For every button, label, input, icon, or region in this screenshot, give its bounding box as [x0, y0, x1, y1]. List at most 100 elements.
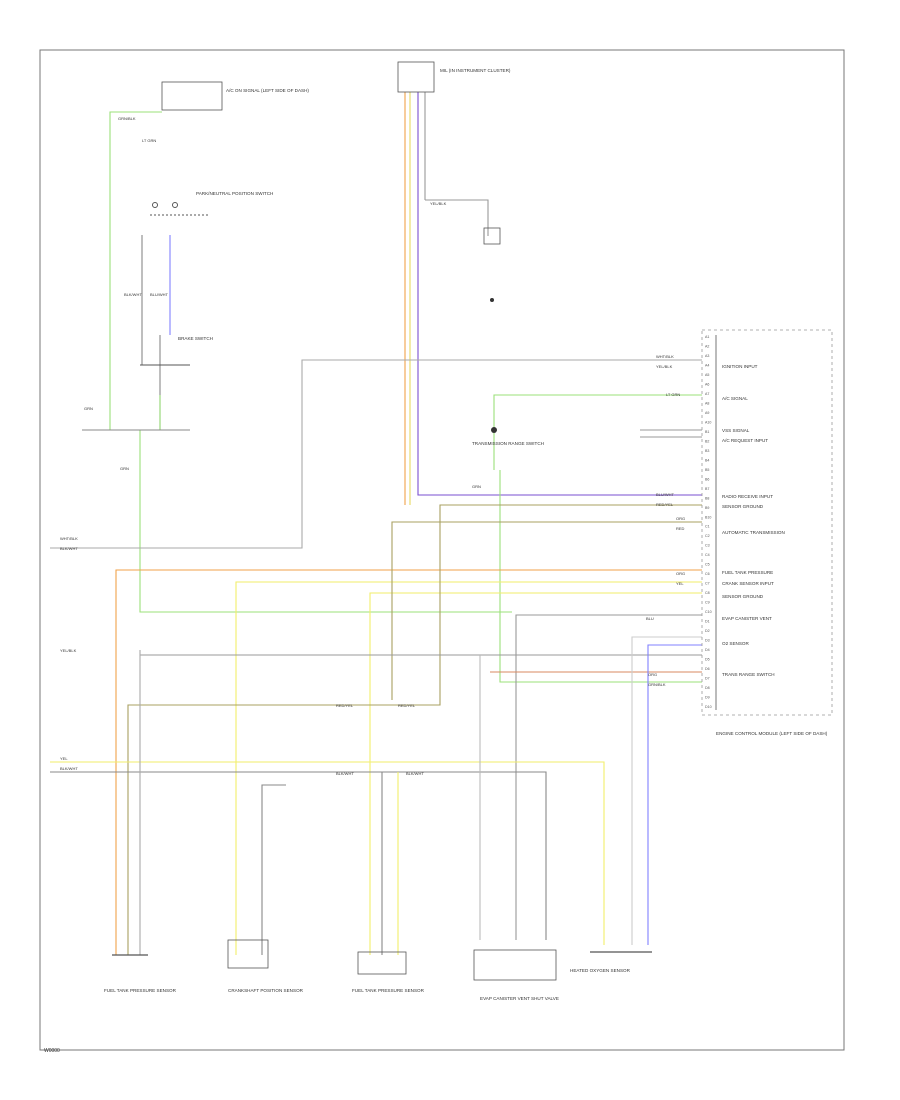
ecm-pin-label: C8 [705, 591, 710, 595]
ecm-pin-label: C4 [705, 553, 710, 557]
ecm-pin-label: B6 [705, 477, 709, 481]
ecm-pin-label: D2 [705, 629, 710, 633]
ecm-function-13: TRANS RANGE SWITCH [722, 672, 775, 677]
ecm-pin-label: B5 [705, 468, 709, 472]
wire-label-16: YEL [676, 581, 684, 586]
wire-olive-2 [127, 504, 702, 955]
ecm-pin-label: B10 [705, 515, 711, 519]
wire-label-27: ORG [648, 672, 657, 677]
top-connector-body [397, 61, 435, 93]
wire-purple-top [417, 92, 702, 496]
evap-valve-body [473, 949, 557, 981]
ecm-function-1: IGNITION INPUT [722, 364, 758, 369]
wire-label-4: BLU/WHT [150, 292, 169, 297]
ecm-pin-label: A6 [705, 382, 709, 386]
ecm-pin-label: D1 [705, 620, 710, 624]
wire-gray-crank [261, 784, 286, 955]
ecm-pin-label: A2 [705, 345, 709, 349]
wires [50, 92, 702, 955]
top-connector: MIL (IN INSTRUMENT CLUSTER) [397, 61, 511, 93]
wire-olive-1 [391, 521, 702, 700]
wire-label-13: ORG [676, 516, 685, 521]
heated-o2-label: HEATED OXYGEN SENSOR [570, 968, 631, 973]
trans-sensor-dot [491, 427, 497, 433]
ecm-pin-label: C5 [705, 563, 710, 567]
ecm-pin-label: A1 [705, 335, 709, 339]
wire-label-21: BLK/WHT [60, 766, 78, 771]
wire-gray-long-1 [50, 359, 702, 549]
wire-label-18: BLK/WHT [60, 546, 78, 551]
wire-label-9: YEL/BLK [656, 364, 673, 369]
wire-label-19: YEL/BLK [60, 648, 77, 653]
ac-switch: A/C ON SIGNAL (LEFT SIDE OF DASH) [161, 81, 309, 111]
wire-label-24: BLK/WHT [336, 771, 354, 776]
evap-valve-label: EVAP CANISTER VENT SHUT VALVE [480, 996, 559, 1001]
wire-orange-main [115, 569, 702, 955]
tank-pressure: FUEL TANK PRESSURE SENSOR [352, 951, 425, 993]
ecm-pin-label: C9 [705, 601, 710, 605]
ecm-body [701, 329, 833, 716]
evap-valve: EVAP CANISTER VENT SHUT VALVE [473, 949, 559, 1001]
ecm-pin-label: A8 [705, 401, 709, 405]
brake-switch-label: BRAKE SWITCH [178, 336, 213, 341]
ecm-function-8: FUEL TANK PRESSURE [722, 570, 773, 575]
wire-label-17: WHT/BLK [60, 536, 78, 541]
ecm-function-4: A/C REQUEST INPUT [722, 438, 768, 443]
mil-lamp-terminal [490, 298, 494, 302]
ecm-function-10: SENSOR GROUND [722, 594, 764, 599]
ecm-function-3: VSS SIGNAL [722, 428, 750, 433]
clutch-switch-contact-2 [172, 202, 178, 208]
trans-sensor-label: TRANSMISSION RANGE SWITCH [472, 441, 544, 446]
ecm-pin-label: A3 [705, 354, 709, 358]
fuel-sensor-label: FUEL TANK PRESSURE SENSOR [104, 988, 177, 993]
ecm-pin-label: A9 [705, 411, 709, 415]
mil-lamp-body [483, 227, 501, 245]
crank-sensor: CRANKSHAFT POSITION SENSOR [227, 939, 304, 993]
tank-pressure-label: FUEL TANK PRESSURE SENSOR [352, 988, 425, 993]
wire-green-ecm-2 [499, 470, 702, 683]
ecm-pin-label: A4 [705, 364, 709, 368]
wire-label-20: YEL [60, 756, 68, 761]
ecm-label: ENGINE CONTROL MODULE (LEFT SIDE OF DASH… [716, 731, 828, 736]
ecm-pin-label: D8 [705, 686, 710, 690]
clutch-switch-contact-1 [152, 202, 158, 208]
wire-label-6: GRN [120, 466, 129, 471]
ecm-pin-label: B3 [705, 449, 709, 453]
clutch-switch: PARK/NEUTRAL POSITION SWITCH [150, 191, 273, 216]
ecm-function-11: EVAP CANISTER VENT [722, 616, 772, 621]
page-label: W0000 [44, 1048, 60, 1054]
ecm-pin-label: C7 [705, 582, 710, 586]
ecm-pin-label: B1 [705, 430, 709, 434]
ecm-pin-label: B7 [705, 487, 709, 491]
ecm-pin-label: A5 [705, 373, 709, 377]
wire-gray-o2 [631, 636, 702, 945]
ecm-pin-label: C3 [705, 544, 710, 548]
wire-gray-bottom [50, 771, 547, 940]
ecm-pin-label: D7 [705, 677, 710, 681]
crank-sensor-body [227, 939, 269, 969]
wire-label-12: RED/YEL [656, 502, 674, 507]
wire-gray-mil [425, 199, 489, 236]
fuel-sensor: FUEL TANK PRESSURE SENSOR [104, 954, 177, 993]
ecm-function-12: O2 SENSOR [722, 641, 749, 646]
ac-switch-body [161, 81, 223, 111]
ecm-pin-label: D3 [705, 639, 710, 643]
wire-gray-evap [515, 614, 702, 940]
ecm-pin-label: B4 [705, 458, 709, 462]
wire-label-23: RED/YEL [398, 703, 416, 708]
ecm: ENGINE CONTROL MODULE (LEFT SIDE OF DASH… [701, 329, 833, 736]
ecm-pin-label: C1 [705, 525, 710, 529]
ecm-pin-label: D5 [705, 658, 710, 662]
ecm-pin-label: C2 [705, 534, 710, 538]
ecm-pin-label: A10 [705, 420, 711, 424]
ecm-pin-label: D10 [705, 705, 712, 709]
wire-label-3: BLK/WHT [124, 292, 142, 297]
ecm-pin-label: B8 [705, 496, 709, 500]
ecm-pin-label: B2 [705, 439, 709, 443]
wire-label-1: GRN/BLK [118, 116, 136, 121]
ecm-function-6: SENSOR GROUND [722, 504, 764, 509]
wire-label-25: BLK/WHT [406, 771, 424, 776]
wire-label-28: GRN/BLK [648, 682, 666, 687]
brake-switch: BRAKE SWITCH [140, 336, 213, 366]
